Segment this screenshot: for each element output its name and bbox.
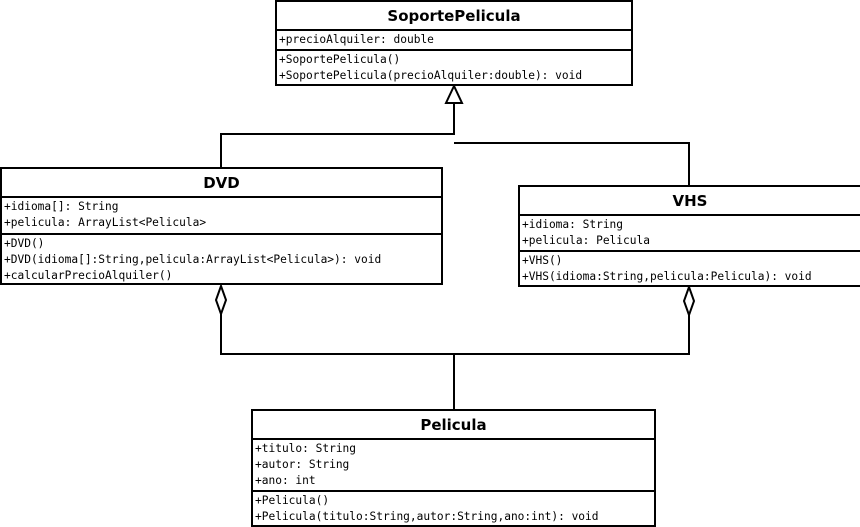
methods-section: +SoportePelicula() +SoportePelicula(prec… [277, 51, 631, 84]
class-name: VHS [520, 187, 860, 216]
generalization-line-dvd[interactable] [220, 103, 455, 168]
attribute: +ano: int [255, 474, 316, 487]
class-name: Pelicula [253, 411, 654, 440]
method: +calcularPrecioAlquiler() [4, 269, 173, 282]
attribute: +autor: String [255, 458, 350, 471]
class-pelicula[interactable]: Pelicula +titulo: String +autor: String … [251, 409, 656, 527]
attribute: +pelicula: ArrayList<Pelicula> [4, 216, 207, 229]
aggregation-diamond-vhs [682, 284, 696, 318]
attribute: +idioma[]: String [4, 200, 119, 213]
generalization-line-vhs[interactable] [454, 142, 690, 186]
method: +Pelicula(titulo:String,autor:String,ano… [255, 510, 599, 523]
class-dvd[interactable]: DVD +idioma[]: String +pelicula: ArrayLi… [0, 167, 443, 285]
method: +DVD() [4, 237, 45, 250]
generalization-arrowhead [444, 83, 464, 104]
attributes-section: +titulo: String +autor: String +ano: int [253, 440, 654, 492]
method: +VHS() [522, 254, 563, 267]
methods-section: +Pelicula() +Pelicula(titulo:String,auto… [253, 492, 654, 525]
attribute: +titulo: String [255, 442, 357, 455]
attribute: +pelicula: Pelicula [522, 234, 650, 247]
methods-section: +DVD() +DVD(idioma[]:String,pelicula:Arr… [2, 235, 441, 283]
method: +SoportePelicula(precioAlquiler:double):… [279, 69, 583, 82]
class-vhs[interactable]: VHS +idioma: String +pelicula: Pelicula … [518, 185, 860, 287]
attribute: +precioAlquiler: double [279, 33, 434, 46]
methods-section: +VHS() +VHS(idioma:String,pelicula:Pelic… [520, 252, 860, 285]
aggregation-line-dvd[interactable] [220, 314, 455, 410]
class-name: DVD [2, 169, 441, 198]
aggregation-diamond-dvd [214, 283, 228, 317]
method: +Pelicula() [255, 494, 330, 507]
method: +SoportePelicula() [279, 53, 401, 66]
aggregation-line-vhs[interactable] [454, 314, 690, 355]
attributes-section: +precioAlquiler: double [277, 31, 631, 51]
method: +VHS(idioma:String,pelicula:Pelicula): v… [522, 270, 812, 283]
class-soportepelicula[interactable]: SoportePelicula +precioAlquiler: double … [275, 0, 633, 86]
attribute: +idioma: String [522, 218, 624, 231]
attributes-section: +idioma[]: String +pelicula: ArrayList<P… [2, 198, 441, 235]
attributes-section: +idioma: String +pelicula: Pelicula [520, 216, 860, 252]
method: +DVD(idioma[]:String,pelicula:ArrayList<… [4, 253, 382, 266]
class-name: SoportePelicula [277, 2, 631, 31]
